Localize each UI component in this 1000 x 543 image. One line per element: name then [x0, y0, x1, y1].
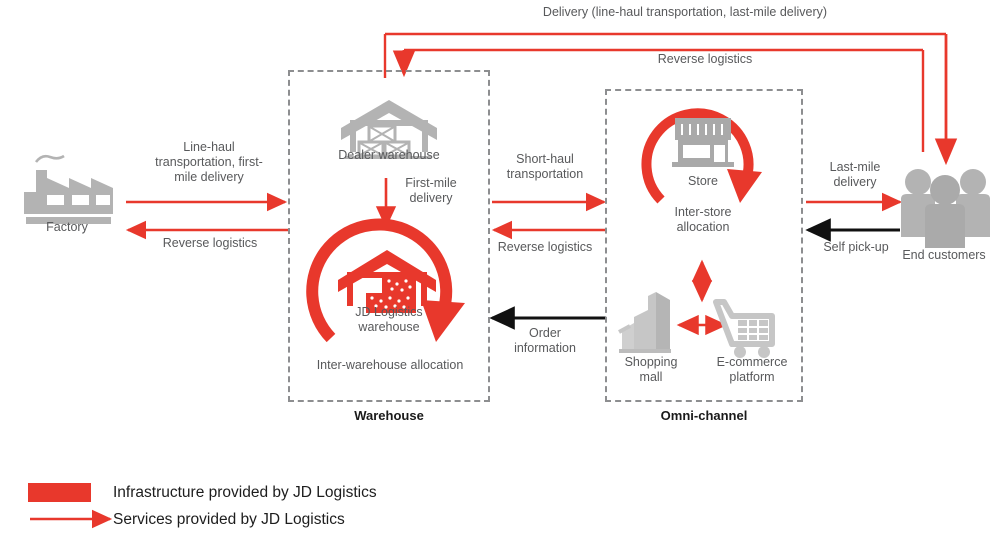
flow-label-line-haul: Line-haul transportation, first- mile de…: [155, 140, 263, 184]
shopping-cart-icon: [713, 299, 775, 358]
flow-label-reverse-top: Reverse logistics: [657, 52, 753, 66]
flow-label-short-haul: Short-haul transportation: [506, 152, 584, 181]
group-label-warehouse: Warehouse: [354, 408, 424, 423]
node-label-dealer-warehouse: Dealer warehouse: [338, 148, 440, 162]
legend-label-services: Services provided by JD Logistics: [113, 511, 345, 528]
node-label-end-customers: End customers: [902, 248, 986, 262]
flow-label-first-mile: First-mile delivery: [405, 176, 457, 205]
node-label-factory: Factory: [46, 220, 88, 234]
store-icon: [672, 118, 734, 167]
shopping-mall-icon: [618, 292, 671, 353]
factory-icon: [24, 154, 113, 224]
inter-store-allocation-cycle-icon: [641, 108, 762, 204]
legend-swatch-icon: [28, 483, 91, 502]
flow-label-reverse-mid: Reverse logistics: [497, 240, 593, 254]
cycle-label-inter-store-allocation: Inter-store allocation: [674, 205, 732, 234]
node-label-shopping-mall: Shopping mall: [624, 355, 678, 384]
legend-item-infrastructure: [28, 483, 91, 502]
inter-warehouse-allocation-cycle-icon: [306, 218, 465, 343]
node-label-ecommerce-platform: E-commerce platform: [716, 355, 788, 384]
group-box-omni-channel: [605, 89, 803, 402]
group-box-warehouse: [288, 70, 490, 402]
people-icon: [901, 169, 990, 248]
flow-label-self-pickup: Self pick-up: [823, 240, 889, 254]
node-label-store: Store: [688, 174, 718, 188]
flow-label-order-information: Order information: [514, 326, 576, 355]
node-label-jd-warehouse: JD Logistics warehouse: [355, 305, 423, 334]
legend-label-infrastructure: Infrastructure provided by JD Logistics: [113, 484, 377, 501]
cycle-label-inter-warehouse-allocation: Inter-warehouse allocation: [316, 358, 464, 372]
flow-label-reverse-factory: Reverse logistics: [162, 236, 258, 250]
jd-warehouse-icon: [338, 250, 436, 313]
flow-label-last-mile: Last-mile delivery: [829, 160, 881, 189]
flow-label-delivery-top: Delivery (line-haul transportation, last…: [542, 5, 828, 19]
group-label-omni-channel: Omni-channel: [660, 408, 748, 423]
warehouse-icon: [341, 100, 437, 159]
